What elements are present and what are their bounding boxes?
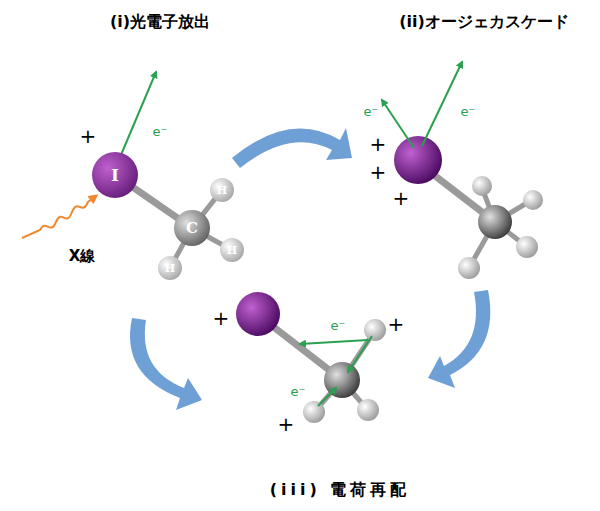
atom-symbol: C [186, 221, 198, 236]
electron-arrow [348, 336, 372, 372]
chemical-bond [203, 199, 216, 215]
carbon-atom: C [174, 210, 210, 246]
electron-arrow [118, 72, 156, 162]
electron-arrow [300, 340, 368, 344]
x-ray-label: X線 [69, 248, 96, 265]
atom-symbol: H [227, 245, 237, 256]
charge-sign: + [80, 125, 97, 147]
atom-symbol: I [111, 167, 119, 184]
electron-label: e⁻ [331, 319, 346, 333]
charge-sign: + [278, 413, 295, 435]
iodine-atom: I [92, 152, 138, 198]
stage-title: (iii) 電荷再配 [270, 481, 411, 499]
charge-sign: + [393, 187, 410, 209]
molecule-stage-ii [394, 136, 543, 279]
chemical-bond [207, 236, 222, 245]
molecule-stage-iii [236, 292, 386, 423]
electron-arrow [422, 62, 462, 146]
charge-sign: + [370, 133, 387, 155]
electron-arrow [318, 388, 336, 406]
hydrogen-atom: H [158, 256, 182, 280]
charge-sign: + [213, 307, 230, 329]
atom-symbol: H [165, 263, 175, 274]
chemical-bond [175, 243, 184, 258]
atom-symbol: H [217, 185, 227, 196]
charge-sign: + [388, 313, 405, 335]
stage-title: (i)光電子放出 [110, 13, 210, 31]
electron-arrow [382, 100, 414, 148]
chemical-bond [133, 187, 178, 218]
stage-title: (ii)オージェカスケード [399, 13, 569, 31]
electron-label: e⁻ [153, 125, 168, 139]
charge-sign: + [370, 161, 387, 183]
hydrogen-atom: H [210, 178, 234, 202]
electron-label: e⁻ [364, 105, 379, 119]
electron-label: e⁻ [461, 105, 476, 119]
electron-label: e⁻ [291, 385, 306, 399]
x-ray-wave [22, 196, 96, 238]
hydrogen-atom: H [220, 238, 244, 262]
cycle-arrow [130, 128, 490, 410]
